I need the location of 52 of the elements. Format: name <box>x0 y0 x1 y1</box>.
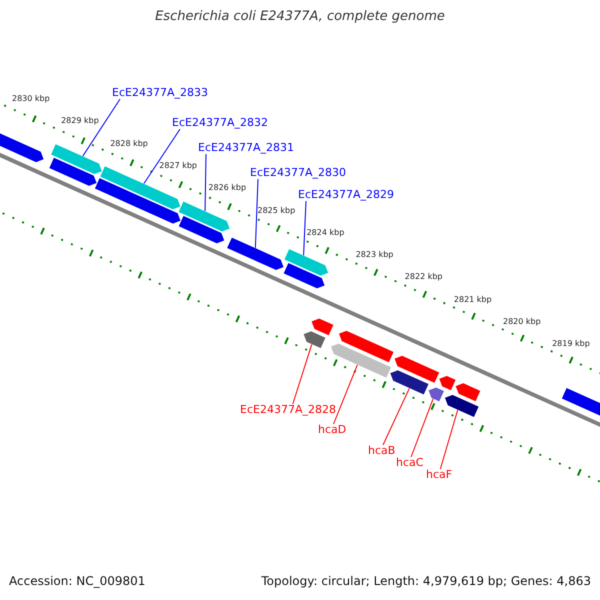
gene-label: EcE24377A_2829 <box>298 189 394 202</box>
leader-line <box>82 98 120 157</box>
gene-feature <box>94 177 182 224</box>
gene-feature <box>394 355 440 384</box>
leader-line <box>204 154 206 212</box>
gene-feature <box>310 318 334 336</box>
gene-label: hcaD <box>318 424 346 436</box>
gene-feature <box>48 156 98 187</box>
gene-label: hcaF <box>426 469 452 482</box>
footer-text: Topology: circular; Length: 4,979,619 bp; Genes: 4,863 <box>261 575 591 588</box>
gene-feature <box>390 370 430 396</box>
gene-feature <box>302 330 326 349</box>
gene-feature <box>282 262 326 290</box>
leader-line <box>410 398 434 458</box>
gene-label: EcE24377A_2830 <box>250 167 346 180</box>
scale-label: 2819 kbp <box>552 340 590 350</box>
scale-label: 2824 kbp <box>306 228 344 238</box>
gene-feature <box>444 394 480 418</box>
gene-feature <box>50 143 103 175</box>
scale-label: 2820 kbp <box>503 318 541 327</box>
scale-label: 2825 kbp <box>258 206 296 216</box>
scale-label: 2823 kbp <box>356 251 394 260</box>
gene-feature <box>226 236 284 271</box>
gene-label: hcaC <box>396 457 424 470</box>
leader-line <box>303 200 306 256</box>
scale-label: 2826 kbp <box>208 184 246 193</box>
leader-line <box>254 178 258 248</box>
title: Escherichia coli E24377A, complete genome <box>154 10 446 24</box>
gene-label: hcaB <box>368 445 396 458</box>
leader-line <box>143 128 180 184</box>
gene-feature <box>178 215 225 244</box>
gene-feature <box>338 330 394 364</box>
gene-label: EcE24377A_2833 <box>112 87 208 100</box>
leader-line <box>292 344 312 404</box>
leader-line <box>333 364 358 424</box>
gene-label: EcE24377A_2832 <box>172 117 268 130</box>
leader-line <box>440 410 458 470</box>
gene-feature <box>438 375 456 391</box>
scale-label: 2827 kbp <box>159 162 197 171</box>
scale-label: 2830 kbp <box>12 95 50 104</box>
gene-feature <box>428 386 445 402</box>
gene-feature <box>284 248 329 276</box>
gene-label: EcE24377A_2828 <box>240 404 336 416</box>
scale-label: 2829 kbp <box>61 117 99 126</box>
scale-label: 2821 kbp <box>454 296 492 304</box>
scale-label: 2828 kbp <box>110 140 148 148</box>
gene-label: EcE24377A_2831 <box>198 142 294 154</box>
scale-label: 2822 kbp <box>404 273 442 282</box>
gene-feature <box>330 342 392 378</box>
footer-text: Accession: NC_009801 <box>9 575 146 588</box>
gene-feature <box>178 200 230 232</box>
gene-feature <box>454 382 481 402</box>
